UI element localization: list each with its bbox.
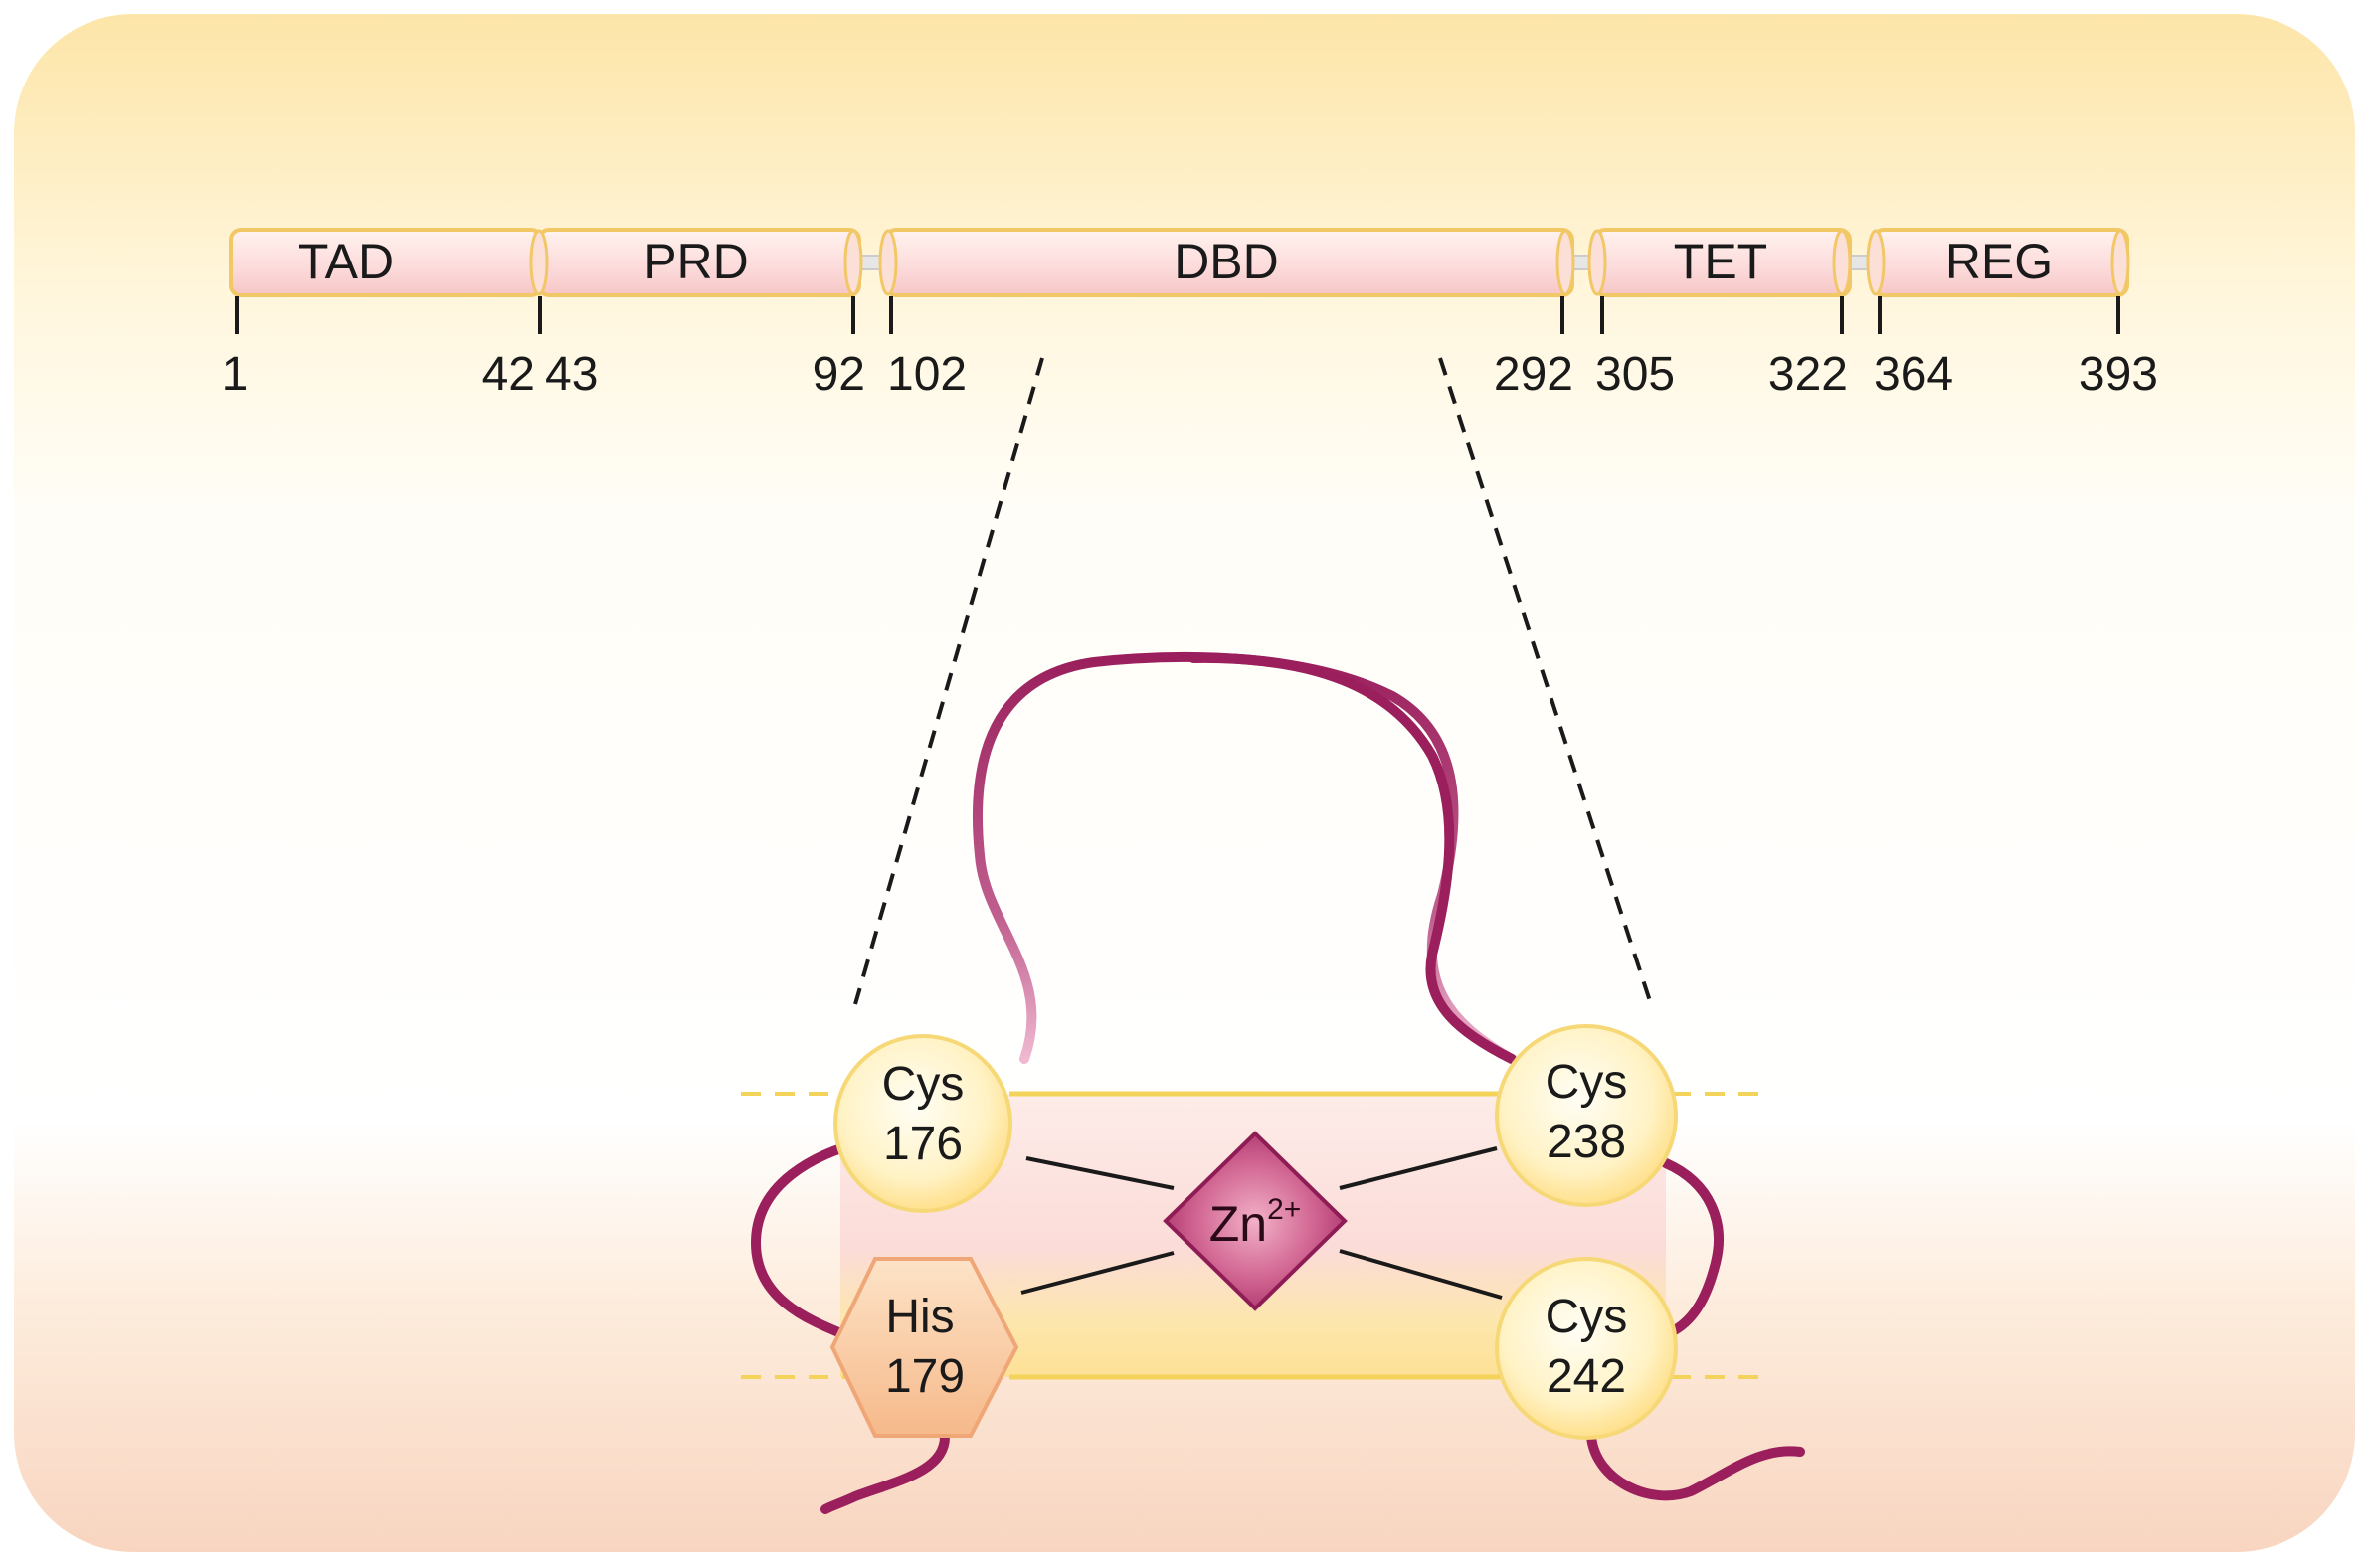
pos-tet-start: 305 [1595, 348, 1675, 401]
domain-tad: TAD [229, 228, 543, 297]
residue-his179: His 179 [829, 1257, 1019, 1438]
residue-cys242-position: 242 [1547, 1350, 1626, 1403]
residue-his179-name: His [885, 1291, 954, 1343]
zinc-ion: Zn2+ [1163, 1131, 1348, 1311]
residue-cys242: Cys 242 [1495, 1257, 1678, 1440]
protein-loop-left [750, 1136, 870, 1342]
pos-tet-end: 322 [1768, 348, 1848, 401]
protein-loop-right [1661, 1158, 1724, 1337]
zoom-line-right [1438, 357, 1653, 1005]
position-ticks [235, 296, 2120, 334]
domain-tet: TET [1587, 228, 1852, 297]
pos-reg-end: 393 [2079, 348, 2158, 401]
pos-tad-end: 42 [482, 348, 535, 401]
pos-prd-end: 92 [813, 348, 865, 401]
pos-tad-start: 1 [222, 348, 249, 401]
coordination-bonds [1020, 1146, 1503, 1300]
pos-dbd-start: 102 [887, 348, 967, 401]
domain-tet-label: TET [1674, 234, 1767, 289]
domain-tad-label: TAD [298, 234, 394, 289]
pos-dbd-end: 292 [1494, 348, 1573, 401]
domain-reg-label: REG [1945, 234, 2053, 289]
pos-prd-start: 43 [545, 348, 598, 401]
residue-cys238: Cys 238 [1495, 1024, 1678, 1207]
zinc-label: Zn2+ [1209, 1193, 1302, 1252]
zoom-line-left [853, 357, 1044, 1005]
rails [741, 1091, 1765, 1380]
pos-reg-start: 364 [1874, 348, 1953, 401]
residue-cys242-name: Cys [1546, 1291, 1628, 1343]
domain-dbd: DBD [878, 228, 1575, 297]
residue-cys238-name: Cys [1546, 1056, 1628, 1109]
residue-cys238-position: 238 [1547, 1116, 1626, 1168]
protein-tail-right [1586, 1432, 1805, 1501]
domain-prd-label: PRD [643, 234, 749, 289]
position-labels: 1 42 43 92 102 292 305 322 364 393 [222, 348, 2158, 401]
background-panel [14, 14, 2355, 1552]
residue-cys176: Cys 176 [833, 1034, 1012, 1213]
domain-reg: REG [1866, 228, 2130, 297]
zinc-binding-detail: Zn2+ Cys 176 His 179 Cys 238 Cys 242 [741, 651, 1805, 1514]
residue-cys176-position: 176 [883, 1118, 963, 1170]
residue-his179-position: 179 [885, 1350, 965, 1403]
domain-dbd-label: DBD [1174, 234, 1279, 289]
protein-tail-left [820, 1432, 950, 1514]
residue-cys176-name: Cys [882, 1058, 965, 1111]
zoom-lines [853, 357, 1653, 1005]
domain-prd: PRD [529, 228, 863, 297]
domain-bar: TAD PRD DBD TET REG [222, 228, 2158, 401]
